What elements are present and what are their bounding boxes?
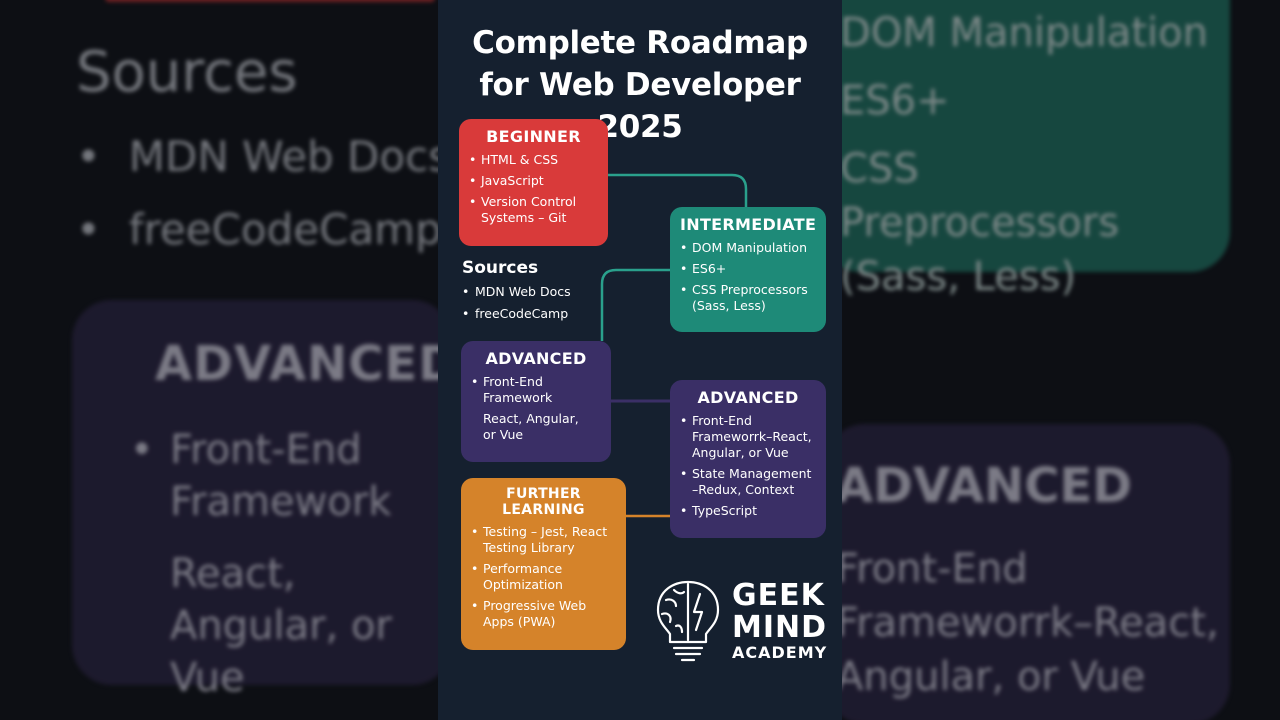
bg-advanced-item: Front-End Framework <box>130 424 430 528</box>
brain-bulb-icon <box>656 580 720 662</box>
list-item: JavaScript <box>469 173 598 189</box>
bg-advanced-item: React, Angular, or Vue <box>170 551 392 701</box>
list-item: Front-End Framework <box>471 374 552 406</box>
list-item: HTML & CSS <box>469 152 598 168</box>
roadmap-poster: Complete Roadmap for Web Developer 2025 … <box>438 0 842 720</box>
title-line-2: for Web Developer 2025 <box>479 67 801 145</box>
advanced-right-title: ADVANCED <box>697 388 799 407</box>
bg-intermediate-list: DOM Manipulation ES6+ CSS Preprocessors … <box>840 6 1208 318</box>
list-item: State Management –Redux, Context <box>680 466 816 498</box>
list-item: React, Angular, or Vue <box>483 411 579 442</box>
bg-advanced-right-item: Angular, or Vue <box>836 654 1146 700</box>
list-item: Testing – Jest, React Testing Library <box>471 524 616 556</box>
list-item: freeCodeCamp <box>462 306 571 322</box>
advanced-card-left: ADVANCED Front-End Framework React, Angu… <box>461 341 611 462</box>
advanced-left-title: ADVANCED <box>485 349 587 368</box>
list-item: Front-End Frameworrk–React, Angular, or … <box>680 413 816 461</box>
sources-section: Sources MDN Web Docs freeCodeCamp <box>462 258 571 328</box>
list-item: TypeScript <box>680 503 816 519</box>
advanced-left-list: Front-End Framework React, Angular, or V… <box>471 374 601 443</box>
sources-title: Sources <box>462 258 539 278</box>
list-item: DOM Manipulation <box>680 240 816 256</box>
intermediate-list: DOM Manipulation ES6+ CSS Preprocessors … <box>680 240 816 314</box>
intermediate-card: INTERMEDIATE DOM Manipulation ES6+ CSS P… <box>670 207 826 332</box>
bg-sources-title: Sources <box>76 40 298 105</box>
list-item: ES6+ <box>680 261 816 277</box>
list-item: Progressive Web Apps (PWA) <box>471 598 616 630</box>
beginner-list: HTML & CSS JavaScript Version Control Sy… <box>469 152 598 226</box>
bg-red-bar <box>105 0 435 2</box>
bg-advanced-list: Front-End Framework React, Angular, or V… <box>130 424 430 720</box>
bg-sources-item: MDN Web Docs <box>76 132 450 181</box>
further-learning-card: FURTHER LEARNING Testing – Jest, React T… <box>461 478 626 650</box>
logo-line-mind: MIND <box>732 610 828 645</box>
bg-intermediate-item: CSS Preprocessors (Sass, Less) <box>840 146 1120 300</box>
connector-lines <box>600 173 748 518</box>
bg-intermediate-card <box>820 0 1230 272</box>
bg-advanced-right-item: Front-End <box>836 546 1028 592</box>
logo-line-geek: GEEK <box>732 578 825 613</box>
connector-intermediate-advanced <box>600 268 670 341</box>
bg-advanced-right-card <box>825 424 1230 720</box>
logo-line-academy: ACADEMY <box>732 643 828 662</box>
bg-advanced-right-list: Front-End Frameworrk–React, Angular, or … <box>836 542 1219 704</box>
advanced-card-right: ADVANCED Front-End Frameworrk–React, Ang… <box>670 380 826 538</box>
logo-text: GEEK MIND ACADEMY <box>732 580 827 662</box>
list-item: Performance Optimization <box>471 561 616 593</box>
bg-advanced-right-item: Frameworrk–React, <box>836 600 1219 646</box>
geek-mind-academy-logo: GEEK MIND ACADEMY <box>652 576 842 666</box>
list-item: CSS Preprocessors (Sass, Less) <box>680 282 816 314</box>
further-learning-title: FURTHER LEARNING <box>502 486 585 518</box>
advanced-right-list: Front-End Frameworrk–React, Angular, or … <box>680 413 816 519</box>
bg-advanced-title: ADVANCED <box>155 336 460 392</box>
title-line-1: Complete Roadmap <box>472 25 808 61</box>
connector-beginner-intermediate <box>608 173 748 207</box>
page-title: Complete Roadmap for Web Developer 2025 <box>438 22 842 148</box>
sources-list: MDN Web Docs freeCodeCamp <box>462 284 571 322</box>
beginner-card: BEGINNER HTML & CSS JavaScript Version C… <box>459 119 608 246</box>
bg-advanced-right-title: ADVANCED <box>836 458 1133 514</box>
bg-intermediate-item: ES6+ <box>840 78 950 124</box>
bg-sources-list: MDN Web Docs freeCodeCamp <box>76 132 450 278</box>
intermediate-title: INTERMEDIATE <box>680 215 817 234</box>
list-item: Version Control Systems – Git <box>469 194 598 226</box>
bg-sources-item: freeCodeCamp <box>76 205 450 254</box>
beginner-title: BEGINNER <box>486 127 581 146</box>
list-item: MDN Web Docs <box>462 284 571 300</box>
further-learning-list: Testing – Jest, React Testing Library Pe… <box>471 524 616 630</box>
bg-intermediate-item: DOM Manipulation <box>840 10 1208 56</box>
